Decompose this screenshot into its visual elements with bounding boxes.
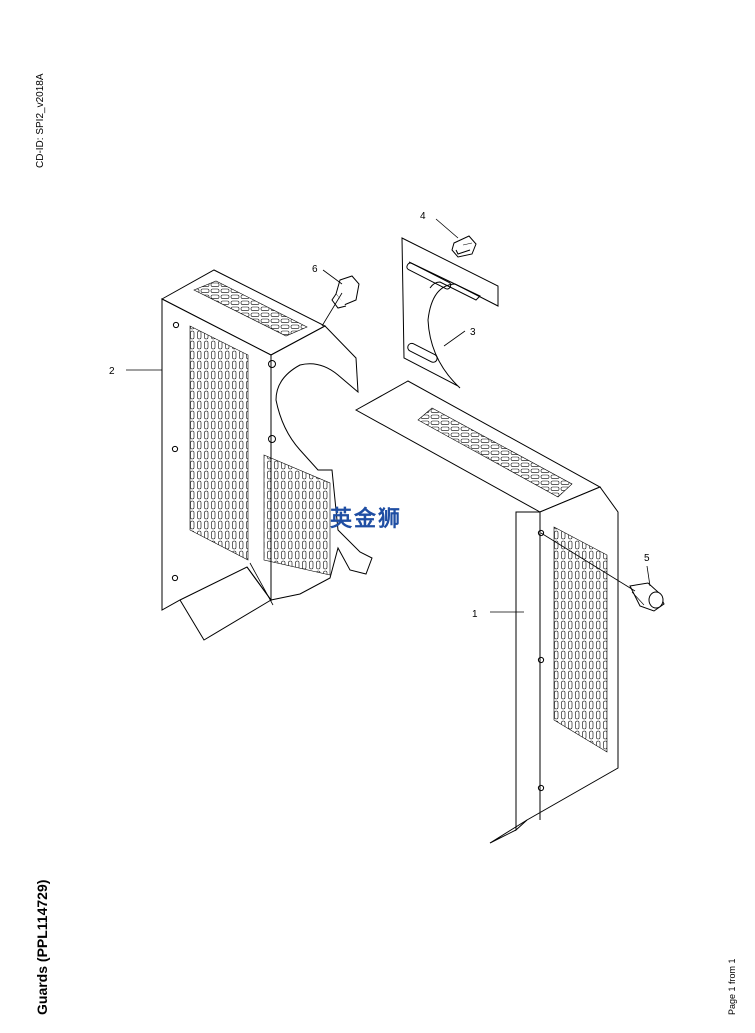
callout-3: 3 — [470, 327, 476, 338]
screw-4 — [451, 235, 477, 258]
callout-4: 4 — [420, 211, 426, 222]
leader-lines — [126, 218, 651, 613]
callouts: 1 2 3 4 5 6 — [109, 211, 650, 620]
screw-5 — [629, 582, 665, 612]
callout-1: 1 — [472, 609, 478, 620]
callout-2: 2 — [109, 366, 115, 377]
gasket-plate — [401, 237, 499, 389]
callout-5: 5 — [644, 553, 650, 564]
guard-left — [160, 269, 373, 641]
callout-6: 6 — [312, 264, 318, 275]
watermark: 英金狮 — [330, 507, 403, 532]
guard-right — [354, 380, 619, 844]
